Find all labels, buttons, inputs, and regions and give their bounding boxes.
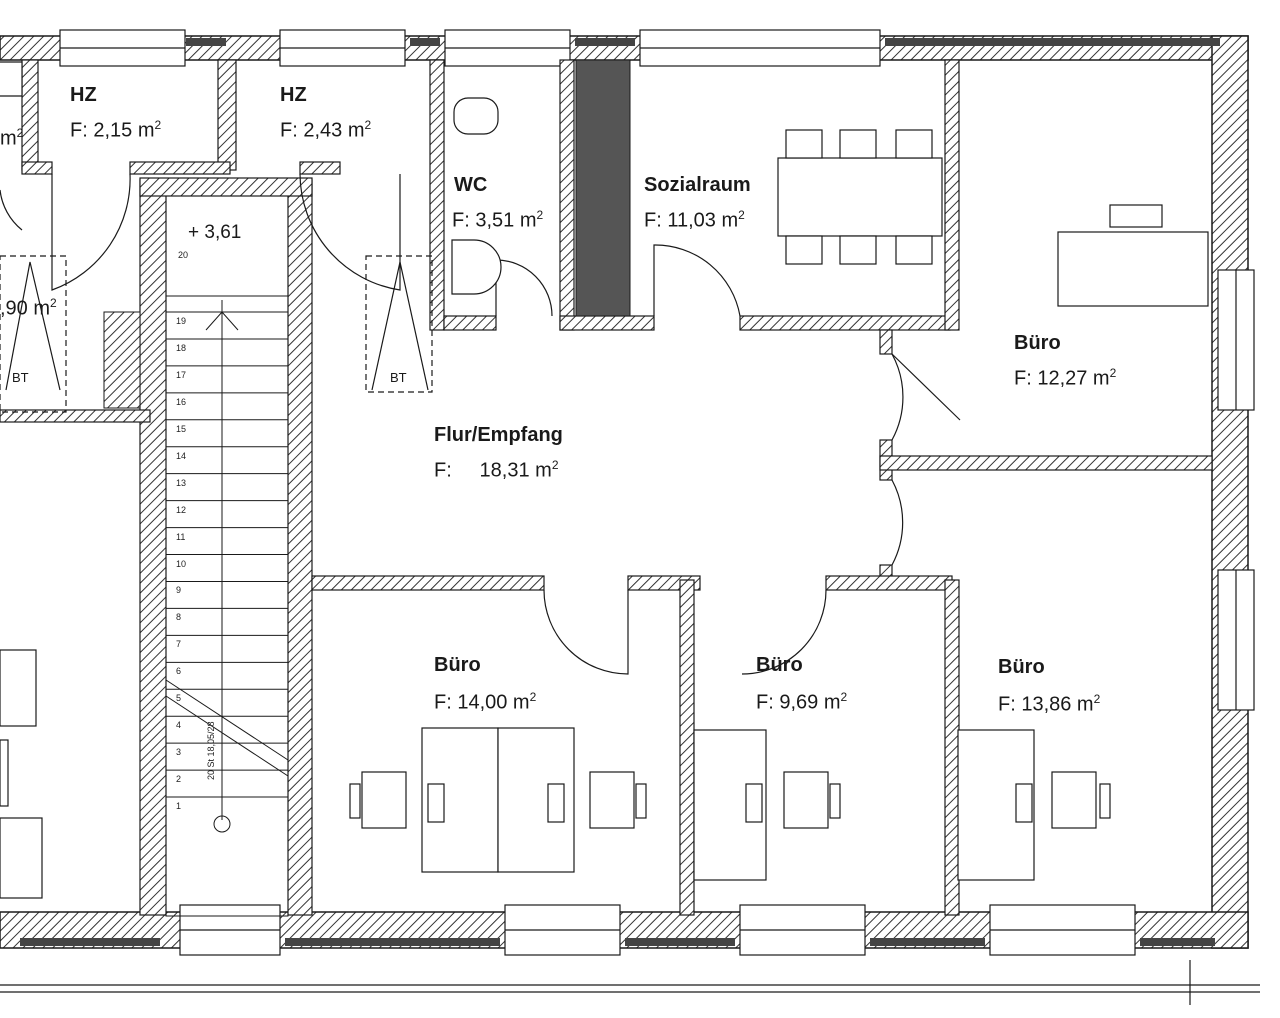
room-area-sozialraum: F: 11,03 m2 <box>644 208 745 232</box>
sill-bars <box>20 38 1220 946</box>
left-furniture <box>0 255 433 899</box>
stair-step-number: 8 <box>176 612 182 623</box>
room-area-hz2: F: 2,43 m2 <box>280 118 372 142</box>
stair-step-number: 17 <box>176 369 187 380</box>
room-area-buero-ne: F: 12,27 m2 <box>1014 366 1117 390</box>
room-name-buero-sm: Büro <box>756 654 803 676</box>
room-area-flur: F: 18,31 m2 <box>434 458 559 482</box>
room-area-wc: F: 3,51 m2 <box>452 208 544 232</box>
room-name-flur: Flur/Empfang <box>434 424 563 446</box>
room-name-hz2: HZ <box>280 84 307 106</box>
stair-level-label: + 3,61 <box>188 222 242 243</box>
stair <box>165 195 289 917</box>
room-area-buero-sm: F: 9,69 m2 <box>756 690 848 714</box>
room-name-wc: WC <box>454 174 488 196</box>
area-fragment-mid-left: ,90 m2 <box>0 296 57 320</box>
stair-top-step: 20 <box>178 250 189 260</box>
room-name-sozialraum: Sozialraum <box>644 174 751 196</box>
washbasin <box>451 239 502 295</box>
room-name-hz1: HZ <box>70 84 97 106</box>
stair-step-number: 19 <box>176 316 187 326</box>
toilet-tank <box>453 97 499 135</box>
stair-step-number: 3 <box>176 747 182 758</box>
area-fragment-top-left: m2 <box>0 126 24 150</box>
stair-step-number: 13 <box>176 477 187 488</box>
door-swings <box>0 173 961 675</box>
stair-step-number: 12 <box>176 504 187 515</box>
dining-table <box>777 129 943 265</box>
stair-step-number: 14 <box>176 450 187 461</box>
stair-step-number: 5 <box>176 693 182 704</box>
window-sills <box>0 47 1260 1005</box>
room-area-buero-sw: F: 14,00 m2 <box>434 690 537 714</box>
stair-step-number: 2 <box>176 774 182 785</box>
chimney <box>103 311 141 409</box>
stair-step-number: 6 <box>176 666 182 677</box>
stair-treads <box>166 311 288 798</box>
stair-dimension: 20 St 18,05/28 <box>206 721 216 780</box>
stair-step-number: 4 <box>176 720 182 731</box>
office-desks <box>349 204 1209 881</box>
room-name-buero-sw: Büro <box>434 654 481 676</box>
stair-step-number: 9 <box>176 585 182 596</box>
sanitary <box>0 61 502 295</box>
stair-step-number: 10 <box>176 558 187 569</box>
stair-step-number: 16 <box>176 396 187 407</box>
room-name-buero-ne: Büro <box>1014 332 1061 354</box>
interior-walls <box>0 59 1213 916</box>
room-area-hz1: F: 2,15 m2 <box>70 118 162 142</box>
bt-label-left: BT <box>12 370 29 385</box>
stair-step-number: 11 <box>176 531 186 542</box>
installation-shaft <box>575 59 631 317</box>
stair-step-number: 7 <box>176 639 182 650</box>
bt-label-right: BT <box>390 370 407 385</box>
stair-step-number: 15 <box>176 423 187 434</box>
room-area-buero-se: F: 13,86 m2 <box>998 692 1101 716</box>
stair-step-number: 1 <box>176 801 182 812</box>
stair-step-number: 18 <box>176 342 187 353</box>
room-name-buero-se: Büro <box>998 656 1045 678</box>
